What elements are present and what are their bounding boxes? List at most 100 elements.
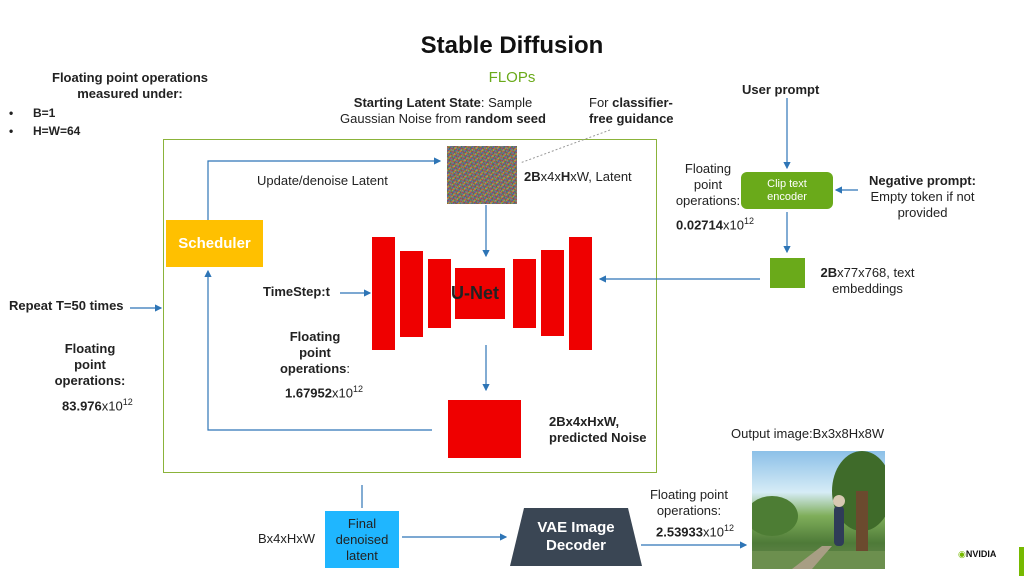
final-denoised-latent-box: Final denoised latent bbox=[325, 511, 399, 568]
noise-to-scheduler-arrow bbox=[204, 269, 432, 431]
output-image-label: Output image:Bx3x8Hx8W bbox=[731, 426, 885, 441]
scheduler-box: Scheduler bbox=[166, 220, 263, 267]
vae-line2: Decoder bbox=[545, 537, 607, 554]
starting-latent-bold: Starting Latent State bbox=[353, 95, 481, 110]
clip-flops-line1: Floating bbox=[684, 161, 732, 176]
unet-flops-exp: 12 bbox=[352, 384, 363, 394]
starting-latent-label: Starting Latent State: Sample Gaussian N… bbox=[318, 95, 568, 127]
final-latent-line1: Final bbox=[347, 515, 377, 531]
noise-shape-line1: 2Bx4xHxW, bbox=[549, 414, 620, 429]
unet-bar bbox=[540, 249, 565, 337]
unet-bar bbox=[371, 236, 396, 351]
vae-flops-line1: Floating point bbox=[649, 487, 729, 502]
unet-label: U-Net bbox=[451, 283, 499, 303]
clip-flops-label: Floating point operations: bbox=[660, 161, 756, 209]
vae-line1: VAE Image bbox=[537, 519, 615, 536]
unet-flops-line2: point bbox=[299, 345, 331, 360]
final-latent-shape: Bx4xHxW bbox=[258, 531, 316, 546]
total-flops-base: x10 bbox=[101, 398, 123, 414]
negative-prompt-label: Negative prompt: Empty token if not prov… bbox=[850, 173, 995, 221]
clip-flops-value: 0.02714x1012 bbox=[676, 213, 754, 233]
unet-flops-base: x10 bbox=[332, 385, 353, 401]
vae-flops-label: Floating point operations: bbox=[637, 487, 741, 519]
nvidia-logo-text: NVIDIA bbox=[965, 549, 997, 559]
vae-flops-exp: 12 bbox=[723, 523, 734, 533]
unet-flops-line1: Floating bbox=[289, 329, 341, 344]
diffusion-loop-frame bbox=[163, 139, 657, 473]
vae-flops-line2: operations: bbox=[656, 503, 722, 518]
measured-heading-line1: Floating point operations bbox=[52, 70, 208, 85]
unet-bar bbox=[427, 258, 452, 329]
repeat-label: Repeat T=50 times bbox=[9, 298, 124, 313]
clip-flops-exp: 12 bbox=[743, 216, 754, 226]
clip-flops-number: 0.02714 bbox=[676, 217, 723, 233]
total-flops-line3: operations: bbox=[54, 373, 126, 388]
noise-shape-line2: predicted Noise bbox=[549, 430, 647, 445]
clip-flops-line3: operations: bbox=[675, 193, 741, 208]
vae-decoder-label: VAE Image Decoder bbox=[510, 508, 642, 566]
measured-bullet-1: B=1 bbox=[33, 106, 56, 120]
cfg-pointer bbox=[519, 129, 611, 164]
latent-shape-b2: H bbox=[560, 169, 571, 184]
cfg-label: For classifier- free guidance bbox=[589, 95, 674, 127]
unet-flops-colon: : bbox=[346, 361, 351, 376]
timestep-label: TimeStep:t bbox=[263, 284, 330, 299]
final-latent-line3: latent bbox=[346, 547, 378, 563]
latent-shape-p2: xW, Latent bbox=[570, 169, 632, 184]
starting-latent-line2: Gaussian Noise from bbox=[340, 111, 466, 126]
clip-encoder-line1: Clip text bbox=[767, 177, 807, 190]
unet-flops-label: Floating point operations: bbox=[262, 329, 368, 377]
predicted-noise-box bbox=[448, 400, 521, 458]
starting-latent-rest: : Sample bbox=[480, 95, 533, 110]
page-title: Stable Diffusion bbox=[420, 32, 604, 59]
output-image-scene bbox=[752, 451, 885, 569]
bullet-dot: • bbox=[9, 106, 14, 120]
vae-flops-number: 2.53933 bbox=[656, 524, 703, 540]
vae-flops-value: 2.53933x1012 bbox=[656, 520, 734, 540]
cfg-pre: For bbox=[589, 95, 613, 110]
unet-bar bbox=[512, 258, 537, 329]
final-latent-line2: denoised bbox=[335, 531, 389, 547]
latent-noise-image bbox=[447, 146, 517, 204]
edge-accent-bar bbox=[1019, 547, 1024, 576]
noise-shape-label: 2Bx4xHxW, predicted Noise bbox=[549, 414, 647, 446]
unet-flops-number: 1.67952 bbox=[285, 385, 332, 401]
text-embed-line2: embeddings bbox=[832, 281, 903, 296]
text-embed-bold: 2B bbox=[820, 265, 838, 280]
text-embed-rest: x77x768, text bbox=[837, 265, 915, 280]
negative-prompt-line2: Empty token if not bbox=[870, 189, 975, 204]
latent-shape-label: 2Bx4xHxW, Latent bbox=[524, 169, 632, 185]
unet-flops-line3: operations bbox=[279, 361, 347, 376]
user-prompt-label: User prompt bbox=[742, 82, 820, 97]
update-arrow bbox=[207, 157, 442, 220]
vae-decoder-shape bbox=[510, 508, 642, 566]
negative-prompt-line3: provided bbox=[897, 205, 948, 220]
text-embeddings-label: 2Bx77x768, text embeddings bbox=[805, 265, 930, 297]
cfg-line2: free guidance bbox=[589, 111, 674, 126]
total-flops-label: Floating point operations: bbox=[40, 341, 140, 389]
measured-heading-line2: measured under: bbox=[77, 86, 183, 101]
negative-prompt-line1: Negative prompt: bbox=[869, 173, 976, 188]
total-flops-exp: 12 bbox=[122, 397, 133, 407]
random-seed-label: random seed bbox=[465, 111, 546, 126]
total-flops-value: 83.976x1012 bbox=[62, 394, 133, 414]
output-image bbox=[752, 451, 885, 569]
latent-shape-b1: 2B bbox=[524, 169, 541, 184]
clip-text-encoder: Clip text encoder bbox=[741, 172, 833, 209]
total-flops-line2: point bbox=[74, 357, 106, 372]
clip-flops-line2: point bbox=[693, 177, 723, 192]
clip-flops-base: x10 bbox=[723, 217, 744, 233]
measured-bullet-2: H=W=64 bbox=[33, 124, 81, 138]
nvidia-eye-icon: ◉ bbox=[958, 549, 966, 559]
unet-bar bbox=[454, 267, 506, 320]
cfg-bold: classifier- bbox=[612, 95, 673, 110]
unet-bar bbox=[568, 236, 593, 351]
text-embeddings-box bbox=[770, 258, 805, 288]
update-label: Update/denoise Latent bbox=[257, 173, 388, 188]
total-flops-line1: Floating bbox=[64, 341, 116, 356]
unet-bar bbox=[399, 250, 424, 338]
vae-flops-base: x10 bbox=[703, 524, 724, 540]
total-flops-number: 83.976 bbox=[62, 398, 102, 414]
clip-encoder-line2: encoder bbox=[767, 190, 807, 203]
